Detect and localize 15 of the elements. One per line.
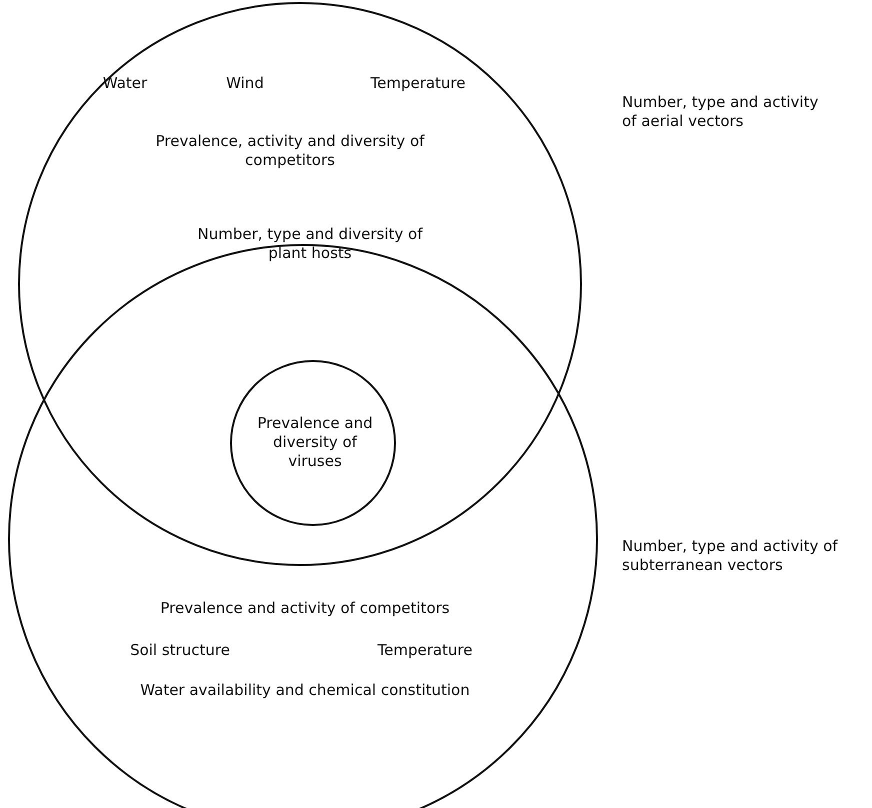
circle-text: Soil structure [129,641,231,660]
circle [18,2,582,566]
circle-text: Prevalence, activity and diversity of competitors [154,132,426,170]
circle-text: Prevalence and activity of competitors [159,599,451,618]
region-label: Number, type and diversity of plant hosts [196,225,424,263]
side-note: Number, type and activity of aerial vectors [622,93,820,131]
circle-text: Water [102,74,148,93]
circle-text: Water availability and chemical constitution [139,681,471,700]
side-note: Number, type and activity of subterranean vectors [622,537,839,575]
circle [230,360,396,526]
circle-text: Temperature [369,74,467,93]
circle-text: Wind [225,74,265,93]
circle-text: Temperature [376,641,474,660]
circle [8,244,598,808]
circle-text: Prevalence and diversity of viruses [256,414,374,471]
